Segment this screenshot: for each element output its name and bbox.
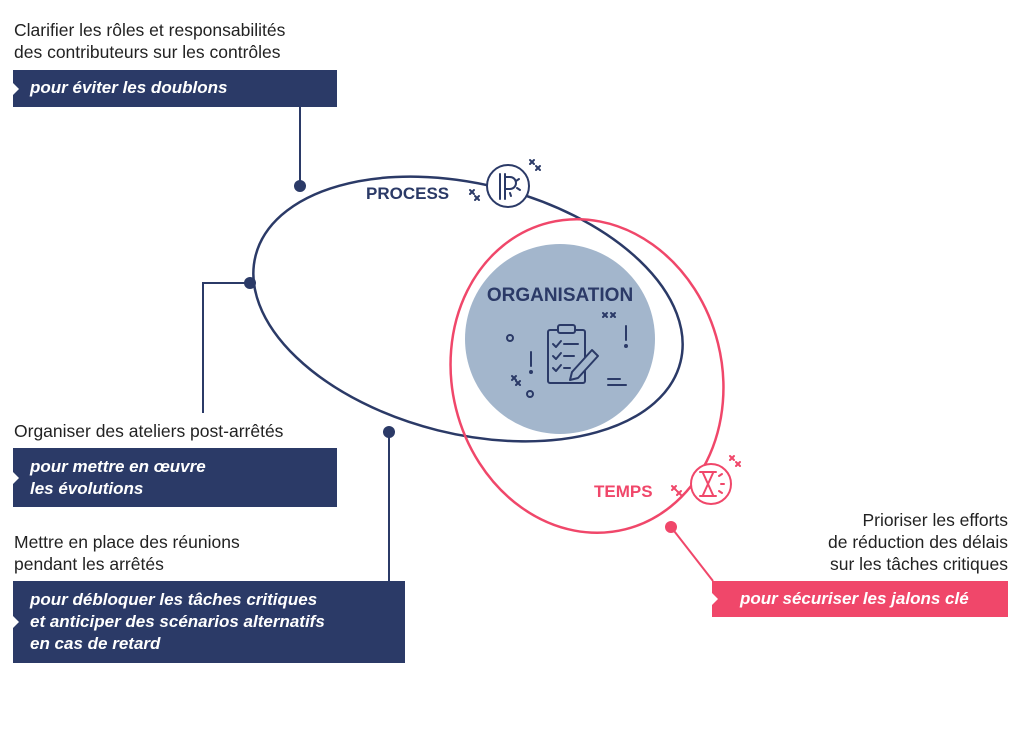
sparkle-icon [506, 312, 628, 398]
connector-dot-2 [244, 277, 256, 289]
item-2-banner-line: pour mettre en œuvre [30, 457, 206, 476]
item-2-text: Organiser des ateliers post-arrêtés [14, 420, 283, 442]
item-3-banner-line: pour débloquer les tâches critiques [30, 590, 318, 609]
item-4-text-line: de réduction des délais [828, 532, 1008, 552]
connector-line-4 [670, 526, 714, 582]
item-3-text-line: Mettre en place des réunions [14, 532, 240, 552]
item-2-banner-line: les évolutions [30, 479, 144, 498]
item-1-text-line: Clarifier les rôles et responsabilités [14, 20, 286, 40]
connector-dot-4 [665, 521, 677, 533]
item-2-banner: pour mettre en œuvre les évolutions [13, 448, 337, 507]
temps-label: TEMPS [594, 482, 653, 501]
item-1-text-line: des contributeurs sur les contrôles [14, 42, 281, 62]
clipboard-checklist-icon [547, 324, 599, 384]
item-4-banner: pour sécuriser les jalons clé [712, 581, 1008, 617]
item-3-banner: pour débloquer les tâches critiques et a… [13, 581, 405, 663]
item-1-text: Clarifier les rôles et responsabilités d… [14, 19, 285, 63]
item-3-banner-line: en cas de retard [30, 634, 161, 653]
connector-dot-3 [383, 426, 395, 438]
hourglass-icon [690, 463, 732, 505]
organisation-title: ORGANISATION [487, 285, 633, 306]
organisation-circle [465, 244, 655, 434]
sparkle-icon [671, 455, 741, 496]
item-3-text-line: pendant les arrêtés [14, 554, 164, 574]
item-2-text-line: Organiser des ateliers post-arrêtés [14, 421, 284, 441]
item-4-banner-line: pour sécuriser les jalons clé [740, 589, 969, 608]
item-3-banner-line: et anticiper des scénarios alternatifs [30, 612, 325, 631]
process-label: PROCESS [366, 184, 449, 203]
item-4-text-line: Prioriser les efforts [862, 510, 1008, 530]
connector-dot-1 [294, 180, 306, 192]
process-gear-icon [486, 164, 530, 208]
temps-ellipse [449, 218, 725, 534]
item-1-banner: pour éviter les doublons [13, 70, 337, 107]
item-1-banner-line: pour éviter les doublons [30, 78, 228, 97]
sparkle-icon [469, 159, 541, 201]
item-3-text: Mettre en place des réunions pendant les… [14, 531, 240, 575]
connector-line-2 [202, 282, 250, 413]
item-4-text: Prioriser les efforts de réduction des d… [828, 509, 1008, 575]
item-4-text-line: sur les tâches critiques [830, 554, 1008, 574]
